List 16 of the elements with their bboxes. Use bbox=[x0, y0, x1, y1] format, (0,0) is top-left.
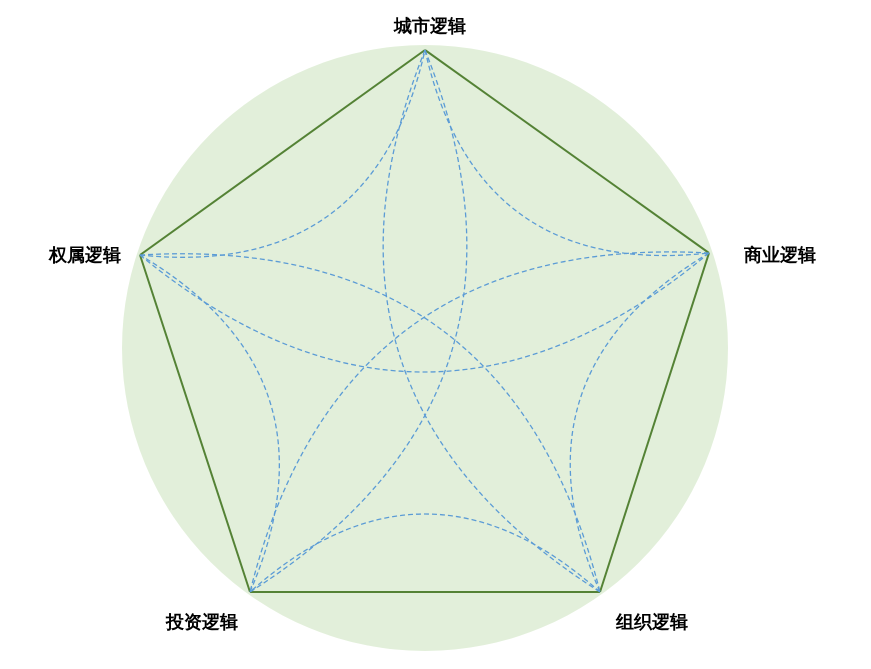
vertex-label: 商业逻辑 bbox=[744, 243, 816, 267]
dashed-arc bbox=[250, 514, 600, 592]
dashed-arc bbox=[382, 50, 600, 593]
dashed-arc bbox=[140, 253, 601, 592]
vertex-label: 组织逻辑 bbox=[616, 610, 688, 634]
vertex-label: 投资逻辑 bbox=[166, 610, 238, 634]
pentagon-side bbox=[139, 254, 251, 592]
dashed-arc bbox=[570, 252, 710, 592]
pentagon-side bbox=[250, 591, 600, 593]
dashed-arc bbox=[249, 252, 709, 592]
dashed-arc bbox=[140, 252, 710, 372]
dashed-arc bbox=[140, 254, 280, 592]
pentagon-side bbox=[599, 252, 710, 592]
vertex-label: 权属逻辑 bbox=[49, 243, 121, 267]
dashed-arc bbox=[250, 50, 468, 593]
vertex-label: 城市逻辑 bbox=[394, 14, 466, 38]
